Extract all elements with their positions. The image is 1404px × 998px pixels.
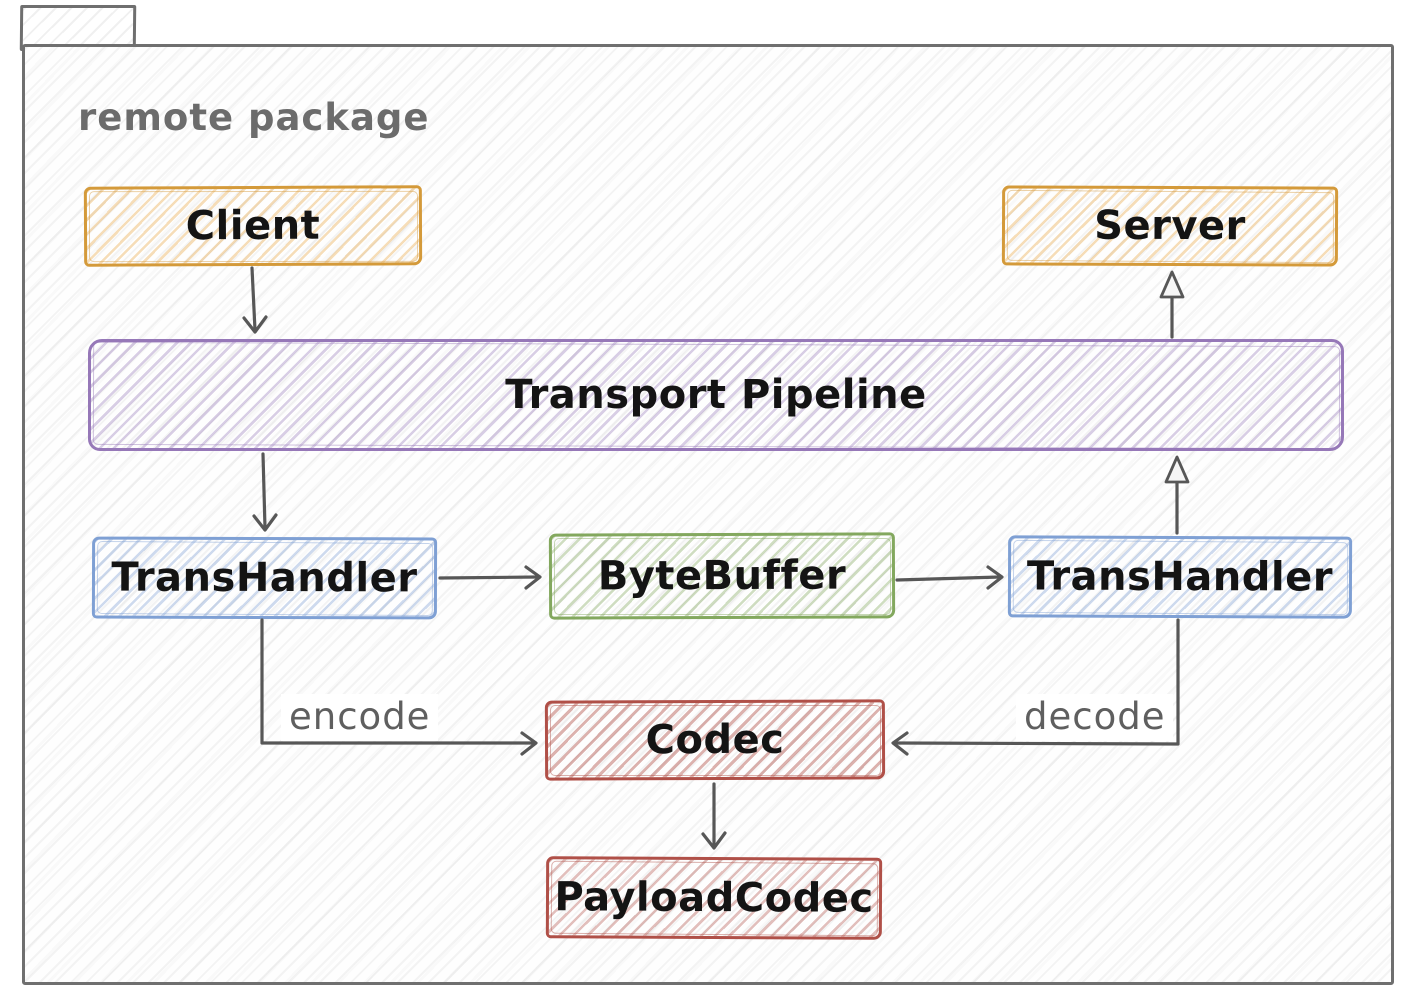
node-transport-pipeline: Transport Pipeline: [88, 339, 1344, 451]
node-payload-codec-label: PayloadCodec: [554, 874, 874, 922]
node-bytebuffer: ByteBuffer: [548, 532, 896, 620]
node-transhandler-left: TransHandler: [91, 536, 438, 620]
package-title: remote package: [78, 96, 430, 139]
node-client-label: Client: [185, 202, 321, 250]
node-codec: Codec: [544, 699, 886, 781]
node-codec-label: Codec: [645, 716, 785, 764]
node-transhandler-right: TransHandler: [1007, 535, 1353, 619]
node-transport-pipeline-label: Transport Pipeline: [505, 372, 927, 418]
node-client: Client: [83, 185, 423, 267]
node-payload-codec: PayloadCodec: [545, 856, 883, 940]
node-transhandler-left-label: TransHandler: [111, 554, 418, 602]
node-transhandler-right-label: TransHandler: [1026, 553, 1334, 601]
node-server-label: Server: [1094, 202, 1246, 250]
edge-label-encode: encode: [281, 694, 439, 741]
edge-label-decode: decode: [1016, 694, 1174, 741]
node-bytebuffer-label: ByteBuffer: [597, 552, 847, 600]
node-server: Server: [1001, 185, 1339, 267]
